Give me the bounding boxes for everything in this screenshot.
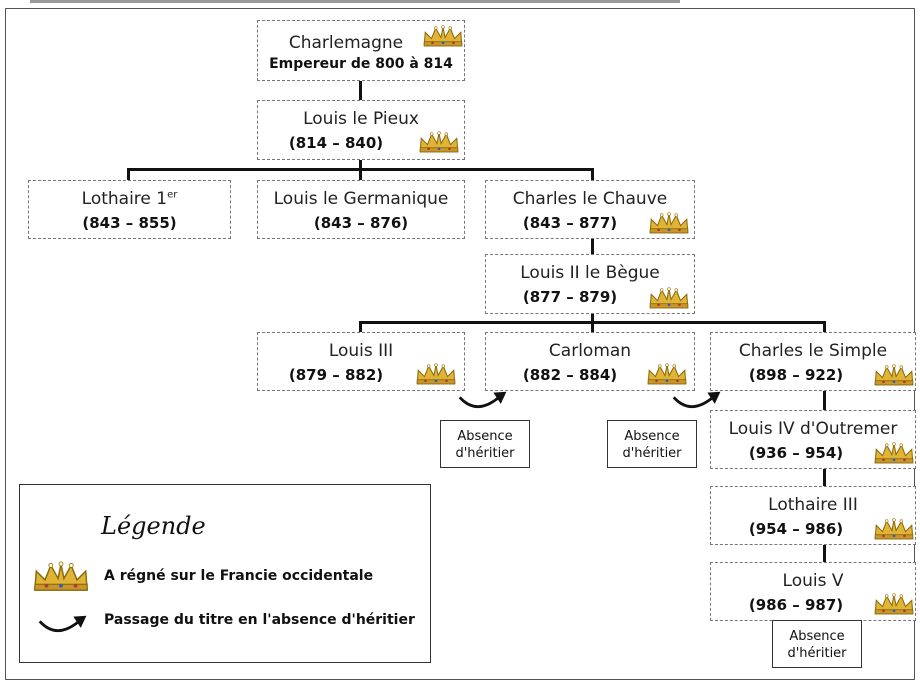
node-charles-le-simple: Charles le Simple (898 – 922) [710,332,916,391]
node-name: Louis III [328,341,394,361]
node-name: Charles le Simple [738,341,888,361]
crown-icon [415,363,457,386]
node-name: Lothaire 1er [29,189,230,209]
legend [19,484,431,663]
node-louis-ii: Louis II le Bègue (877 – 879) [485,254,695,314]
connector [127,168,130,180]
absence-box: Absence d'héritier [772,620,862,668]
connector [823,321,826,332]
node-louis-iii: Louis III (879 – 882) [257,332,465,391]
node-louis-le-pieux: Louis le Pieux (814 – 840) [257,100,465,160]
node-name: Lothaire III [768,495,858,515]
legend-title: Légende [101,512,206,540]
crown-icon [646,363,688,386]
node-name: Charlemagne [288,33,404,53]
succession-arrow-icon [670,388,726,416]
crown-icon [873,593,915,616]
node-dates: (843 – 876) [313,214,409,232]
node-name: Louis V [782,571,844,591]
node-name: Louis le Germanique [273,189,449,209]
node-name: Louis IV d'Outremer [728,419,898,439]
node-dates: (843 – 877) [522,214,618,232]
node-lothaire-iii: Lothaire III (954 – 986) [710,486,916,545]
node-charles-le-chauve: Charles le Chauve (843 – 877) [485,180,695,239]
crown-icon [648,287,690,310]
node-dates: (882 – 884) [522,366,618,384]
absence-line2: d'héritier [622,446,682,461]
succession-arrow-icon [456,388,512,416]
crown-icon [873,518,915,541]
crown-icon [873,364,915,387]
legend-arrow-text: Passage du titre en l'absence d'héritier [104,612,415,628]
connector [823,468,826,486]
connector [591,168,594,180]
node-dates: (936 – 954) [748,444,844,462]
node-louis-le-germanique: Louis le Germanique (843 – 876) [257,180,465,239]
node-louis-v: Louis V (986 – 987) [710,562,916,621]
absence-box: Absence d'héritier [607,420,697,468]
connector [359,80,362,101]
absence-line1: Absence [789,629,845,644]
node-name: Carloman [548,341,632,361]
node-dates: Empereur de 800 à 814 [269,56,453,72]
node-dates: (954 – 986) [748,520,844,538]
node-dates: (843 – 855) [82,214,177,232]
node-name: Louis le Pieux [303,109,419,129]
connector [359,159,362,169]
succession-arrow-icon [36,612,92,640]
ordinal-suffix: er [167,189,178,201]
legend-crown-text: A régné sur le Francie occidentale [104,568,374,584]
node-carloman: Carloman (882 – 884) [485,332,695,391]
absence-line2: d'héritier [787,646,847,661]
node-charlemagne: Charlemagne Empereur de 800 à 814 [257,20,465,81]
absence-box: Absence d'héritier [440,420,530,468]
crown-icon [873,442,915,465]
absence-line2: d'héritier [455,446,515,461]
node-name: Charles le Chauve [512,189,668,209]
name-text: Lothaire 1 [81,189,168,209]
crown-icon [648,212,690,235]
node-dates: (814 – 840) [288,134,384,152]
connector [591,238,594,254]
connector [359,321,362,332]
node-dates: (986 – 987) [748,596,844,614]
top-rule [30,0,680,3]
node-name: Louis II le Bègue [520,263,660,283]
connector [591,314,594,323]
crown-icon [418,131,460,154]
absence-line1: Absence [457,429,513,444]
node-lothaire-1er: Lothaire 1er (843 – 855) [28,180,231,239]
node-dates: (877 – 879) [522,288,618,306]
connector [591,321,594,332]
node-dates: (879 – 882) [288,366,384,384]
connector [823,544,826,562]
crown-icon [30,561,92,593]
connector [359,168,362,180]
node-louis-iv: Louis IV d'Outremer (936 – 954) [710,410,916,469]
connector [823,390,826,410]
absence-line1: Absence [624,429,680,444]
crown-icon [422,25,464,48]
node-dates: (898 – 922) [748,366,844,384]
